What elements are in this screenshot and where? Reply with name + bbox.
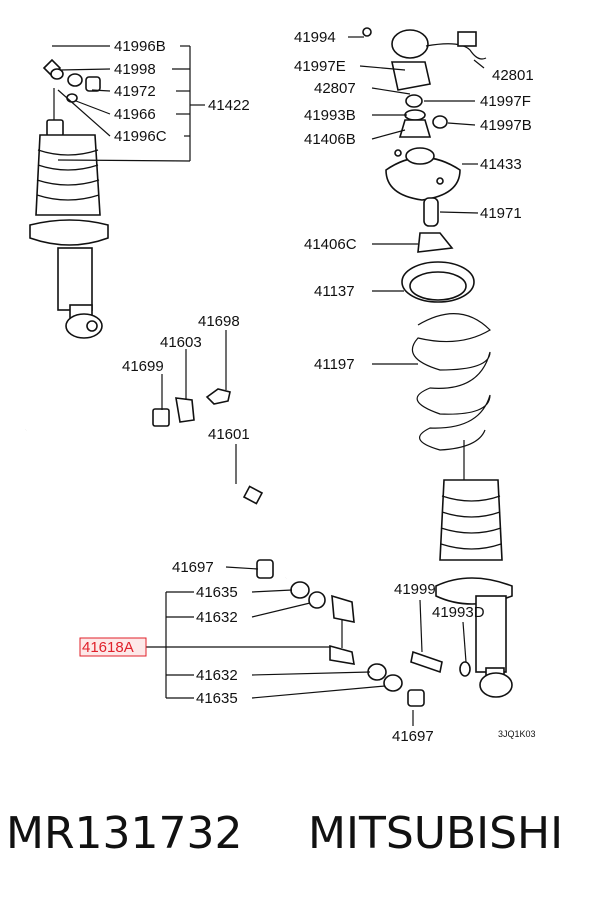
label-41994: 41994: [294, 29, 336, 46]
label-41972: 41972: [114, 83, 156, 100]
label-41618A: 41618A: [82, 639, 134, 656]
strut-top-mount: [385, 147, 461, 201]
label-41635-top: 41635: [196, 584, 238, 601]
label-41699: 41699: [122, 358, 164, 375]
label-41996C: 41996C: [114, 128, 167, 145]
label-41996B: 41996B: [114, 38, 166, 55]
brand-name: MITSUBISHI: [308, 808, 564, 859]
strut-top-hardware: [362, 27, 487, 138]
right-leader-lines: [348, 36, 485, 365]
left-shock-absorber: [29, 88, 109, 339]
label-41433: 41433: [480, 156, 522, 173]
label-41422: 41422: [208, 97, 250, 114]
label-41137: 41137: [314, 283, 355, 300]
label-41697-top: 41697: [172, 559, 214, 576]
label-41601: 41601: [208, 426, 250, 443]
part-number: MR131732: [6, 808, 243, 859]
label-41406C: 41406C: [304, 236, 357, 253]
coil-spring: [412, 313, 491, 451]
drawing-code: 3JQ1K03: [498, 729, 536, 739]
label-41966: 41966: [114, 106, 156, 123]
stabilizer-bracket-hardware: [152, 330, 237, 484]
label-41997B: 41997B: [480, 117, 532, 134]
label-41997F: 41997F: [480, 93, 531, 110]
label-41993D: 41993D: [432, 604, 485, 621]
part-labels: 41996B 41998 41972 41966 41996C 41422 41…: [82, 29, 536, 745]
footer: MR131732 MITSUBISHI: [0, 808, 600, 872]
label-41406B: 41406B: [304, 131, 356, 148]
label-42807: 42807: [314, 80, 356, 97]
label-41993B: 41993B: [304, 107, 356, 124]
strut-bump-stop: [417, 197, 454, 253]
link-bracket-lines: [146, 566, 386, 699]
label-41698: 41698: [198, 313, 240, 330]
label-41197: 41197: [314, 356, 355, 373]
stabilizer-bar: [23, 407, 315, 581]
label-41632-top: 41632: [196, 609, 238, 626]
label-41635-bottom: 41635: [196, 690, 238, 707]
label-42801: 42801: [492, 67, 534, 84]
highlight-box: [79, 637, 147, 657]
strut-body: [435, 440, 513, 698]
label-41998: 41998: [114, 61, 156, 78]
label-41697-bottom: 41697: [392, 728, 434, 745]
label-41997E: 41997E: [294, 58, 346, 75]
label-41999: 41999: [394, 581, 436, 598]
label-41971: 41971: [480, 205, 522, 222]
left-shock-hardware: [42, 45, 205, 162]
stabilizer-link-assembly: [256, 559, 471, 726]
label-41632-bottom: 41632: [196, 667, 238, 684]
strut-spring-seat: [401, 261, 475, 303]
label-41603: 41603: [160, 334, 202, 351]
